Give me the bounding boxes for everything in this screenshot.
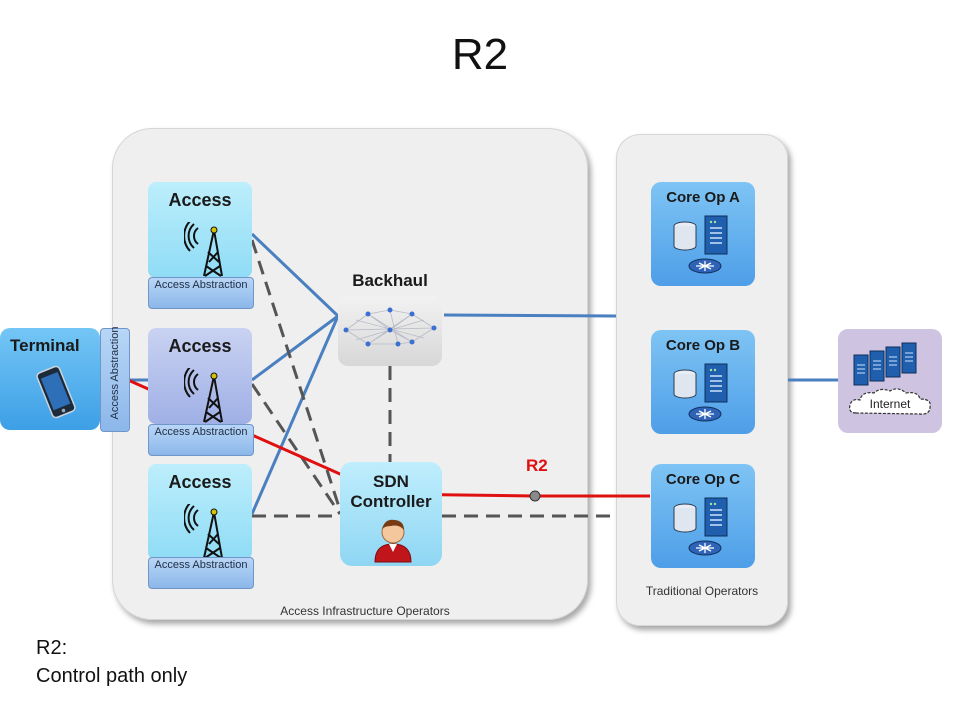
access-abstraction-2: Access Abstraction (148, 424, 254, 456)
r2-path-node (529, 490, 541, 502)
sdn-controller-label: SDN Controller (350, 472, 432, 511)
terminal-node[interactable]: Terminal (0, 328, 100, 430)
backhaul-node[interactable] (338, 296, 442, 366)
r2-path-label: R2 (526, 456, 548, 475)
r2-control-path (127, 378, 650, 498)
note-line-2: Control path only (36, 665, 188, 687)
terminal-label: Terminal (10, 336, 80, 355)
access-node-2[interactable]: Access (148, 328, 252, 424)
server-database-router-icon (673, 215, 728, 274)
antenna-icon (184, 504, 223, 559)
access-node-1-title: Access (168, 190, 232, 210)
core-op-c-node[interactable]: Core Op C (651, 464, 755, 568)
core-op-b-label: Core Op B (665, 337, 741, 354)
internet-node[interactable]: Internet (838, 329, 942, 433)
access-node-1[interactable]: Access (148, 182, 252, 278)
core-op-c-label: Core Op C (665, 471, 741, 488)
server-database-router-icon (673, 497, 728, 556)
server-database-router-icon (673, 363, 728, 422)
access-abstraction-3: Access Abstraction (148, 557, 254, 589)
traditional-operators-label: Traditional Operators (645, 584, 759, 598)
core-op-a-label: Core Op A (666, 189, 740, 206)
core-op-b-node[interactable]: Core Op B (651, 330, 755, 434)
note-line-1: R2: (36, 637, 68, 659)
server-stack-icon (853, 342, 917, 386)
terminal-abstraction-label: Access Abstraction (109, 326, 121, 420)
mesh-network-icon (343, 307, 437, 347)
antenna-icon (184, 222, 223, 277)
link-backhaul-coreops (443, 313, 617, 318)
access-abstraction-1: Access Abstraction (148, 277, 254, 309)
link-access2-backhaul (251, 314, 339, 382)
dash-access1-sdn (250, 239, 342, 511)
internet-label: Internet (869, 397, 911, 411)
page-title: R2 (451, 30, 509, 79)
smartphone-icon (36, 365, 76, 419)
access-node-3[interactable]: Access (148, 464, 252, 560)
backhaul-label: Backhaul (352, 271, 428, 290)
access-node-2-title: Access (168, 336, 232, 356)
link-access3-backhaul (250, 315, 340, 515)
antenna-icon (184, 368, 223, 423)
cloud-icon (849, 388, 931, 415)
access-infrastructure-label: Access Infrastructure Operators (280, 604, 450, 618)
access-node-3-title: Access (168, 472, 232, 492)
operator-person-icon (374, 519, 412, 563)
core-op-a-node[interactable]: Core Op A (651, 182, 755, 286)
sdn-controller-node[interactable]: SDN Controller (340, 462, 442, 566)
dash-access2-sdn (250, 383, 342, 515)
terminal-access-abstraction: Access Abstraction (100, 327, 130, 432)
link-access1-backhaul (250, 232, 340, 318)
